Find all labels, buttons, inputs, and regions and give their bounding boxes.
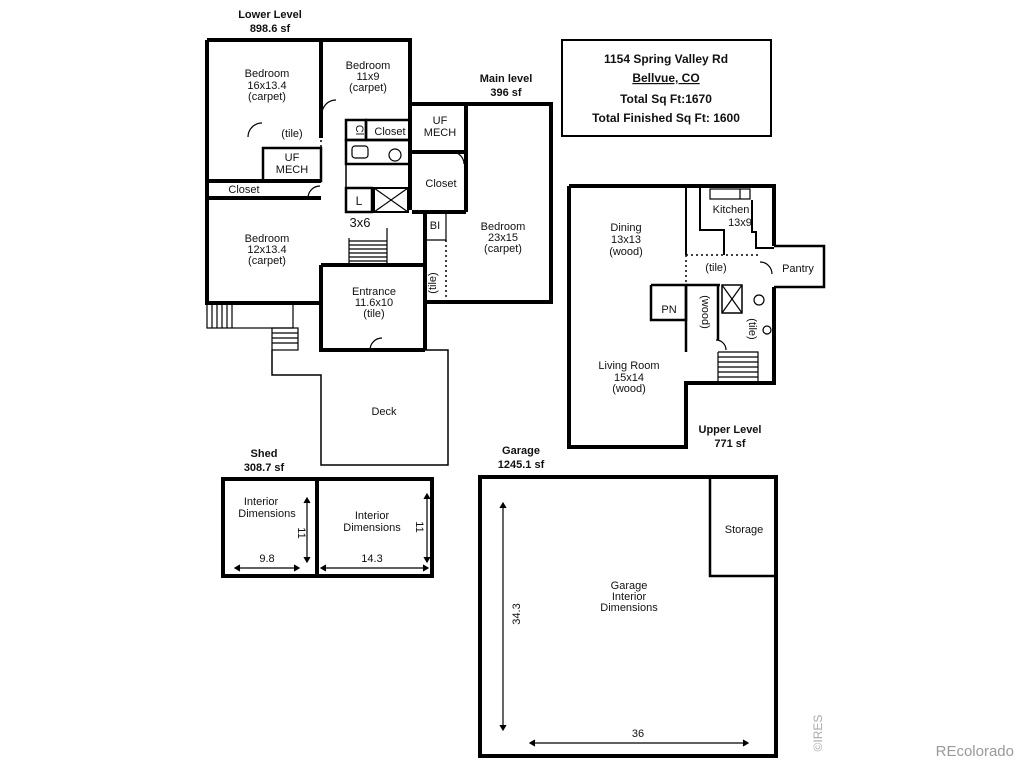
uf-mech-lower-uf: UF bbox=[285, 152, 300, 164]
shed-area: 308.7 sf bbox=[244, 462, 285, 474]
total-finished-sqft: Total Finished Sq Ft: 1600 bbox=[592, 111, 740, 125]
bedroom-lower-mid-dims: 11x9 bbox=[356, 71, 379, 83]
upper-level-area: 771 sf bbox=[714, 438, 746, 450]
garage-interior-3: Dimensions bbox=[600, 602, 658, 614]
stairs-upper bbox=[717, 351, 759, 384]
laundry-label: L bbox=[356, 194, 363, 208]
garage-interior-2: Interior bbox=[612, 591, 647, 603]
living-room-floor: (wood) bbox=[612, 383, 646, 395]
main-tile-label: (tile) bbox=[427, 272, 439, 293]
upper-tile-label: (tile) bbox=[705, 262, 726, 274]
living-room-dims: 15x14 bbox=[614, 372, 644, 384]
kitchen-name: Kitchen bbox=[713, 204, 750, 216]
closet-cl-label: Cl bbox=[353, 125, 365, 135]
dining-name: Dining bbox=[610, 222, 641, 234]
main-level-title: Main level bbox=[480, 73, 533, 85]
bedroom-lower-mid-floor: (carpet) bbox=[349, 82, 387, 94]
bedroom-lower-left-name: Bedroom bbox=[245, 68, 290, 80]
main-level-area: 396 sf bbox=[490, 87, 522, 99]
closet-main: Closet bbox=[425, 178, 456, 190]
bedroom-lower-bottom-name: Bedroom bbox=[245, 233, 290, 245]
dining-dims: 13x13 bbox=[611, 234, 641, 246]
property-city: Bellvue, CO bbox=[632, 71, 699, 85]
bedroom-lower-bottom-floor: (carpet) bbox=[248, 255, 286, 267]
shed-plan: Shed 308.7 sf Interior Dimensions 11 9.8… bbox=[221, 448, 434, 578]
property-address: 1154 Spring Valley Rd bbox=[604, 52, 728, 66]
garage-depth: 34.3 bbox=[511, 603, 523, 624]
bedroom-lower-bottom-dims: 12x13.4 bbox=[247, 244, 286, 256]
garage-interior-1: Garage bbox=[611, 580, 648, 592]
garage-area: 1245.1 sf bbox=[498, 459, 545, 471]
hall-tile-label: (tile) bbox=[281, 128, 302, 140]
closet-lower-mid: Closet bbox=[374, 126, 405, 138]
living-room-name: Living Room bbox=[598, 360, 659, 372]
shed-left-dimensions: Dimensions bbox=[238, 508, 296, 520]
shed-left-interior: Interior bbox=[244, 496, 279, 508]
uf-mech-main-mech: MECH bbox=[424, 127, 456, 139]
shed-right-width: 14.3 bbox=[361, 553, 382, 565]
shed-left-width: 9.8 bbox=[259, 553, 274, 565]
shed-right-dimensions: Dimensions bbox=[343, 522, 401, 534]
pantry-label: Pantry bbox=[782, 263, 814, 275]
ires-watermark: ©IRES bbox=[811, 715, 825, 752]
exterior-steps bbox=[206, 302, 299, 351]
stair-3x6-label: 3x6 bbox=[350, 215, 371, 230]
garage-plan: Garage 1245.1 sf Storage Garage Interior… bbox=[478, 445, 778, 758]
shed-right-interior: Interior bbox=[355, 510, 390, 522]
upper-wood-label: (wood) bbox=[699, 295, 711, 329]
total-sqft: Total Sq Ft:1670 bbox=[620, 92, 712, 106]
bedroom-lower-mid-name: Bedroom bbox=[346, 60, 391, 72]
shed-title: Shed bbox=[251, 448, 278, 460]
lower-level-area: 898.6 sf bbox=[250, 23, 291, 35]
closet-lower-left: Closet bbox=[228, 184, 259, 196]
shed-right-height: 11 bbox=[413, 521, 425, 532]
recolorado-watermark: REcolorado bbox=[936, 743, 1014, 760]
upper-level-plan: Dining 13x13 (wood) Kitchen 13x9 (tile) … bbox=[567, 184, 826, 450]
pn-label: PN bbox=[661, 304, 676, 316]
entrance-dims: 11.6x10 bbox=[355, 297, 393, 309]
upper-level-title: Upper Level bbox=[699, 424, 762, 436]
entrance-name: Entrance bbox=[352, 286, 396, 298]
lower-level-plan: Lower Level 898.6 sf bbox=[205, 9, 553, 466]
property-info-box: 1154 Spring Valley Rd Bellvue, CO Total … bbox=[561, 39, 772, 137]
bedroom-main-floor: (carpet) bbox=[484, 243, 522, 255]
uf-mech-lower-mech: MECH bbox=[276, 164, 308, 176]
bedroom-main-dims: 23x15 bbox=[488, 232, 518, 244]
bedroom-lower-left-dims: 16x13.4 bbox=[247, 80, 286, 92]
storage-label: Storage bbox=[725, 524, 764, 536]
deck-label: Deck bbox=[371, 406, 397, 418]
bedroom-lower-left-floor: (carpet) bbox=[248, 91, 286, 103]
stairs-lower bbox=[348, 228, 388, 265]
uf-mech-main-uf: UF bbox=[433, 115, 448, 127]
entrance-floor: (tile) bbox=[363, 308, 384, 320]
dining-floor: (wood) bbox=[609, 246, 643, 258]
bath-tile-label: (tile) bbox=[746, 318, 758, 339]
kitchen-dims: 13x9 bbox=[728, 217, 752, 229]
bedroom-main-name: Bedroom bbox=[481, 221, 526, 233]
bi-label: BI bbox=[430, 220, 440, 232]
garage-width: 36 bbox=[632, 728, 644, 740]
shed-left-height: 11 bbox=[295, 527, 307, 538]
garage-title: Garage bbox=[502, 445, 540, 457]
lower-level-title: Lower Level bbox=[238, 9, 302, 21]
